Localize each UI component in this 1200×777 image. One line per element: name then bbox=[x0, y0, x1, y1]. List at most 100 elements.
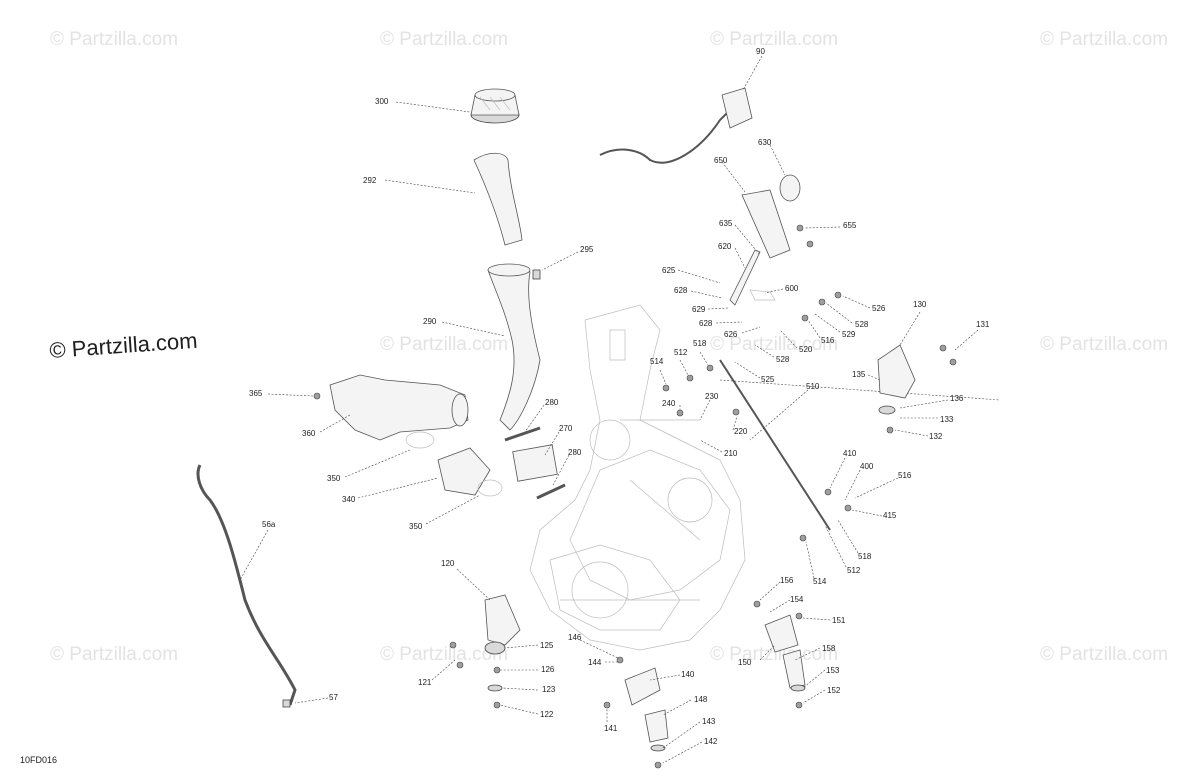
callout: 629 bbox=[692, 305, 706, 314]
callout: 150 bbox=[738, 658, 752, 667]
nut-415 bbox=[844, 504, 852, 512]
mount-bracket-120 bbox=[484, 594, 521, 646]
callout: 290 bbox=[423, 317, 437, 326]
callout: 156 bbox=[780, 576, 794, 585]
clamp-57 bbox=[282, 699, 291, 708]
leader-lines bbox=[239, 55, 979, 764]
linkage-600 bbox=[749, 289, 776, 301]
callout: 144 bbox=[588, 658, 602, 667]
screw-122 bbox=[493, 701, 501, 709]
watermark: © Partzilla.com bbox=[50, 644, 178, 665]
callout: 151 bbox=[832, 616, 846, 625]
callout-labels: 300 292 295 290 280 270 280 365 360 350 … bbox=[249, 47, 990, 746]
callout: 135 bbox=[852, 370, 866, 379]
watermark: © Partzilla.com bbox=[710, 644, 838, 665]
callout: 528 bbox=[776, 355, 790, 364]
strap-280-upper bbox=[504, 426, 541, 442]
bolt-410 bbox=[824, 488, 832, 496]
air-box-360 bbox=[329, 374, 469, 441]
callout: 130 bbox=[913, 300, 927, 309]
callout: 516 bbox=[898, 471, 912, 480]
intake-cap-300 bbox=[470, 88, 520, 124]
watermark-layer: © Partzilla.com © Partzilla.com © Partzi… bbox=[50, 29, 1168, 665]
callout: 57 bbox=[329, 693, 338, 702]
callout: 280 bbox=[568, 448, 582, 457]
clamp-350-upper bbox=[405, 431, 435, 449]
callout: 133 bbox=[940, 415, 954, 424]
callout: 300 bbox=[375, 97, 389, 106]
intake-duct-292 bbox=[473, 152, 523, 246]
mount-125 bbox=[484, 641, 506, 655]
watermark: © Partzilla.com bbox=[1040, 334, 1168, 355]
callout: 143 bbox=[702, 717, 716, 726]
bolt-240 bbox=[676, 409, 684, 417]
mount-150 bbox=[764, 614, 799, 653]
callout: 121 bbox=[418, 678, 432, 687]
diagram-code: 10FD016 bbox=[20, 755, 57, 765]
screw-142 bbox=[654, 761, 662, 769]
bracket-158 bbox=[782, 649, 806, 689]
screw-132 bbox=[886, 426, 894, 434]
callout: 510 bbox=[806, 382, 820, 391]
callout: 158 bbox=[822, 644, 836, 653]
callout: 240 bbox=[662, 399, 676, 408]
callout: 292 bbox=[363, 176, 377, 185]
callout: 90 bbox=[756, 47, 765, 56]
screw-655b bbox=[806, 240, 814, 248]
bracket-148 bbox=[644, 709, 669, 743]
watermark: © Partzilla.com bbox=[380, 644, 508, 665]
callout: 120 bbox=[441, 559, 455, 568]
callout: 518 bbox=[693, 339, 707, 348]
callout: 630 bbox=[758, 138, 772, 147]
bolt-121b bbox=[456, 661, 464, 669]
callout: 295 bbox=[580, 245, 594, 254]
bolt-131a bbox=[939, 344, 947, 352]
callout: 152 bbox=[827, 686, 841, 695]
pedal-650 bbox=[741, 189, 791, 259]
callout: 512 bbox=[847, 566, 861, 575]
callout: 146 bbox=[568, 633, 582, 642]
callout: 518 bbox=[858, 552, 872, 561]
baffle-270 bbox=[512, 444, 558, 482]
bushing-518 bbox=[706, 364, 714, 372]
callout: 525 bbox=[761, 375, 775, 384]
callout: 514 bbox=[813, 577, 827, 586]
strap-280-lower bbox=[536, 483, 566, 500]
washer-123 bbox=[487, 684, 503, 692]
screw-365 bbox=[313, 392, 321, 400]
callout: 635 bbox=[719, 219, 733, 228]
callout: 360 bbox=[302, 429, 316, 438]
callout: 626 bbox=[724, 330, 738, 339]
screw-655 bbox=[796, 224, 804, 232]
callout: 365 bbox=[249, 389, 263, 398]
callout: 415 bbox=[883, 511, 897, 520]
callout: 400 bbox=[860, 462, 874, 471]
callout: 628 bbox=[699, 319, 713, 328]
cap-630 bbox=[779, 174, 801, 202]
intake-tube-290-rim bbox=[487, 263, 531, 277]
watermark: © Partzilla.com bbox=[1040, 644, 1168, 665]
engine-block bbox=[529, 304, 746, 651]
watermark: © Partzilla.com bbox=[710, 29, 838, 50]
nut-512 bbox=[686, 374, 694, 382]
callout: 650 bbox=[714, 156, 728, 165]
nut-151 bbox=[795, 612, 803, 620]
callout: 280 bbox=[545, 398, 559, 407]
callout: 154 bbox=[790, 595, 804, 604]
callout: 56a bbox=[262, 520, 276, 529]
shift-rod-510 bbox=[719, 359, 831, 531]
watermark: © Partzilla.com bbox=[380, 334, 508, 355]
callout: 126 bbox=[541, 665, 555, 674]
callout: 123 bbox=[542, 685, 556, 694]
boot-340 bbox=[437, 447, 491, 496]
bolt-131b bbox=[949, 358, 957, 366]
washer-153 bbox=[790, 684, 806, 692]
callout: 600 bbox=[785, 284, 799, 293]
callout: 628 bbox=[674, 286, 688, 295]
watermark: © Partzilla.com bbox=[1040, 29, 1168, 50]
callout: 122 bbox=[540, 710, 554, 719]
callout: 125 bbox=[540, 641, 554, 650]
vent-hose-56a bbox=[196, 464, 297, 706]
callout: 340 bbox=[342, 495, 356, 504]
